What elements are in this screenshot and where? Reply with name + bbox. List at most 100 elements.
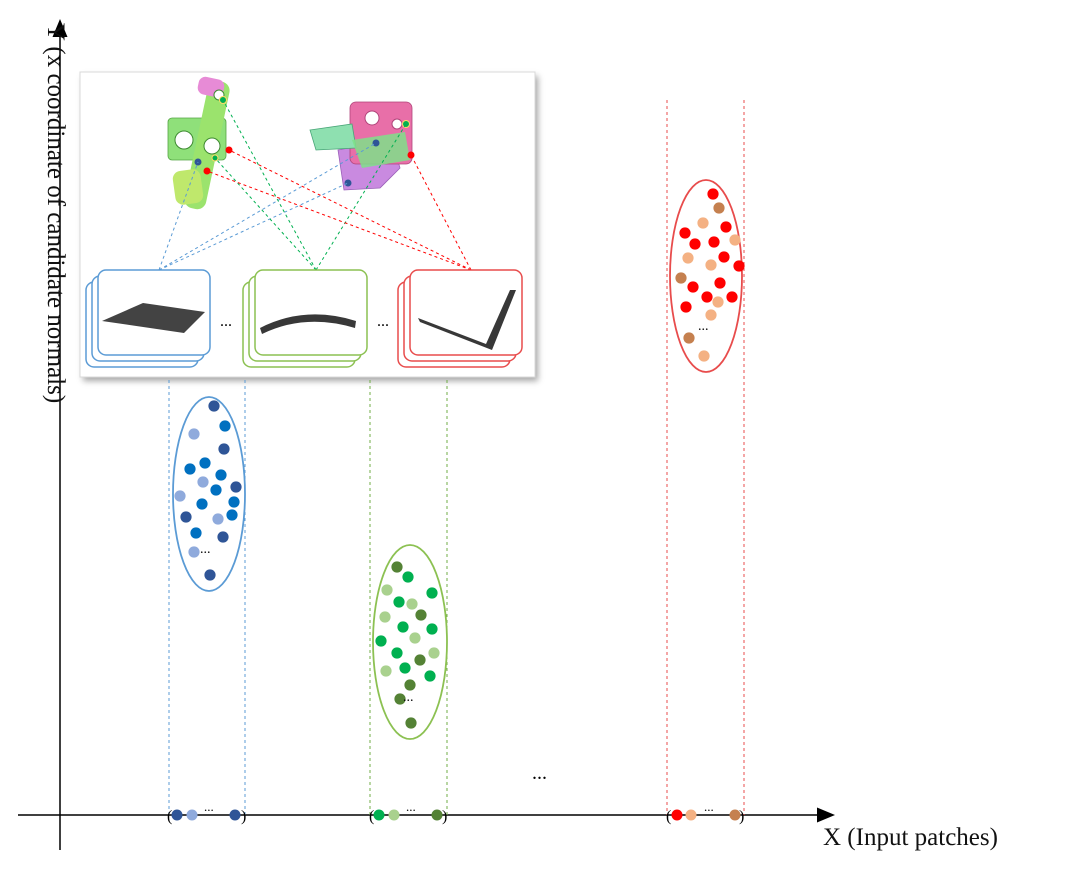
cluster-dot-red (713, 202, 725, 214)
part-right-point-green (402, 120, 410, 128)
corr-green-1 (222, 99, 317, 271)
cluster-dot-green (397, 621, 409, 633)
x-axis-label: X (Input patches) (823, 824, 998, 851)
cluster-ellipse-red (669, 179, 743, 373)
cluster-dot-blue (204, 569, 216, 581)
part-left-hole-1 (174, 130, 194, 150)
cluster-dot-red (680, 301, 692, 313)
cluster-dot-red (697, 217, 709, 229)
cluster-dot-green (381, 584, 393, 596)
corr-red-3 (410, 154, 472, 271)
cluster-dot-green (406, 598, 418, 610)
axis-group-red-close: ) (739, 808, 744, 825)
cluster-ellipsis-red: ... (698, 319, 709, 334)
part-right-hole-2 (391, 118, 403, 130)
middle-ellipsis: ... (532, 762, 547, 784)
cluster-dot-red (712, 296, 724, 308)
axis-group-blue-ellipsis: ... (204, 799, 214, 814)
cluster-dot-blue (217, 531, 229, 543)
cluster-dot-red (733, 260, 745, 272)
axis-group-red: ( ) ... (666, 799, 744, 825)
cluster-dot-green (405, 717, 417, 729)
part-right-hole-1 (364, 110, 380, 126)
cluster-dot-green (424, 670, 436, 682)
cluster-dot-blue (199, 457, 211, 469)
patch-green-pointcloud (260, 314, 356, 334)
cluster-dot-blue (190, 527, 202, 539)
corr-green-2 (214, 157, 317, 271)
cluster-dot-red (683, 332, 695, 344)
axis-group-blue-open: ( (167, 808, 172, 825)
cluster-dot-red (687, 281, 699, 293)
correspondence-lines (158, 99, 472, 271)
cluster-dot-red (682, 252, 694, 264)
cluster-dot-red (718, 251, 730, 263)
corr-blue-3 (158, 182, 349, 271)
axis-dot-red (685, 809, 697, 821)
cluster-dot-green (426, 587, 438, 599)
part-left-hole-2 (203, 137, 221, 155)
cluster-dot-blue (219, 420, 231, 432)
cluster-dot-red (705, 309, 717, 321)
cluster-dot-red (729, 234, 741, 246)
cluster-dot-red (679, 227, 691, 239)
cluster-dot-blue (196, 498, 208, 510)
cluster-dot-green (426, 623, 438, 635)
cluster-dot-red (707, 188, 719, 200)
cluster-dot-red (705, 259, 717, 271)
patch-green-front (254, 269, 368, 356)
cluster-dot-green (375, 635, 387, 647)
cluster-dot-blue (180, 511, 192, 523)
cluster-dot-red (714, 277, 726, 289)
mechanical-part-left (167, 76, 233, 210)
cluster-dot-green (428, 647, 440, 659)
axis-dot-blue (186, 809, 198, 821)
cluster-dot-blue (174, 490, 186, 502)
cluster-ellipse-blue (172, 396, 246, 592)
cluster-dot-blue (184, 463, 196, 475)
axis-group-green: ( ) ... (369, 799, 447, 825)
cluster-ellipsis-blue: ... (200, 542, 211, 557)
axis-group-blue-close: ) (241, 808, 246, 825)
cluster-dot-green (394, 693, 406, 705)
cluster-dot-blue (226, 509, 238, 521)
axis-dot-blue (171, 809, 183, 821)
part-right-point-blue-1 (372, 139, 380, 147)
cluster-dot-blue (218, 443, 230, 455)
cluster-dot-green (402, 571, 414, 583)
patch-stack-blue (85, 269, 211, 368)
cluster-dot-green (409, 632, 421, 644)
cluster-dot-green (380, 665, 392, 677)
part-right-point-blue-2 (344, 179, 352, 187)
axis-dot-green (431, 809, 443, 821)
cluster-dot-blue (215, 469, 227, 481)
axis-dot-blue (229, 809, 241, 821)
corr-blue-1 (158, 161, 199, 271)
axis-group-red-ellipsis: ... (704, 799, 714, 814)
patch-ellipsis-1: ... (220, 313, 232, 330)
cluster-dot-red (708, 236, 720, 248)
axis-dot-red (729, 809, 741, 821)
cluster-dot-red (675, 272, 687, 284)
cluster-dot-green (404, 679, 416, 691)
axis-dot-green (373, 809, 385, 821)
part-left-base (172, 169, 204, 205)
cluster-dot-green (414, 654, 426, 666)
cluster-dot-red (701, 291, 713, 303)
corr-red-2 (206, 170, 472, 271)
part-right-point-red (407, 151, 415, 159)
axis-group-green-open: ( (369, 808, 374, 825)
guide-lines (168, 100, 745, 815)
cluster-dot-blue (228, 496, 240, 508)
cluster-dot-red (698, 350, 710, 362)
inset-panel: ... ... (79, 71, 536, 378)
patch-ellipsis-2: ... (377, 313, 389, 330)
cluster-dot-green (399, 662, 411, 674)
patch-blue-pointcloud (102, 303, 205, 333)
cluster-dot-green (391, 561, 403, 573)
cluster-dot-red (720, 221, 732, 233)
cluster-dot-blue (197, 476, 209, 488)
cluster-dot-green (379, 611, 391, 623)
axis-group-green-ellipsis: ... (406, 799, 416, 814)
